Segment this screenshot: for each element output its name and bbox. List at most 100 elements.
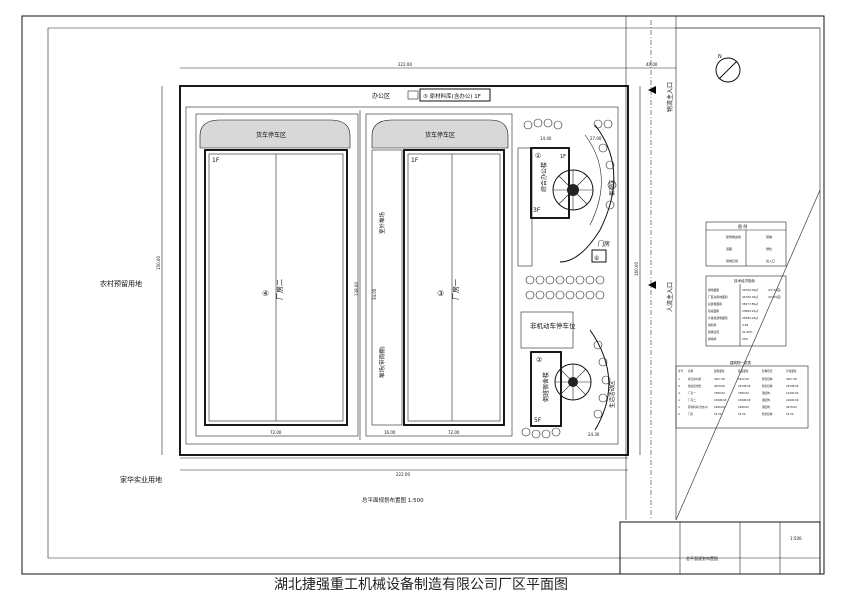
landscape-label: 景观区 [609,179,616,196]
site-inner-boundary [185,106,619,445]
svg-text:厂房二: 厂房二 [688,398,696,402]
dim-inner-height: 138.00 [354,282,359,296]
dorm-building-box [530,351,562,427]
plant-one-road [365,113,513,437]
plant-two-road [195,113,359,437]
plant-one-label: 厂房一 [451,279,460,300]
truck-parking-left-area [199,119,351,149]
svg-text:容积率: 容积率 [708,323,717,327]
svg-text:①: ① [678,378,681,381]
office-top-label: 办公区 [372,92,390,100]
yard-rain-label: 堆场(带雨棚) [378,346,386,378]
drawing-title: 总平面规划布置图 1:500 [362,496,424,504]
legend-items: 建筑物边线 围墙 道路 绿化 用地红线 出入口 [726,234,775,263]
truck-parking-right-area [371,119,509,149]
top-small-box [407,90,419,100]
svg-text:⑤: ⑤ [678,406,681,409]
landscape-curve-inner [584,134,602,226]
dorm-label: 倒班宿舍楼 [542,372,550,402]
svg-text:厂区总用地面积: 厂区总用地面积 [708,295,728,299]
svg-text:44700.00㎡: 44700.00㎡ [742,288,758,292]
office-side-box [517,147,533,267]
svg-text:44700.00㎡: 44700.00㎡ [742,295,758,299]
building-table-title: 建筑物一览表 [730,360,751,365]
dorm-no: ② [536,356,542,364]
yard-area [371,149,403,426]
logistics-entrance-arrow [648,86,656,94]
dim-bottom-a: 16.00 [384,430,396,435]
title-block-name: 总平面规划布置图 [686,555,718,561]
dim-top-total: 222.00 [398,62,412,67]
living-area-curve [589,329,610,431]
page-caption: 湖北捷强重工机械设备制造有限公司厂区平面图 [274,577,568,593]
landscape-curve [559,124,615,263]
svg-text:29708.00: 29708.00 [738,384,751,388]
pedestrian-entrance-arrow [648,281,656,289]
svg-text:总建筑面积: 总建筑面积 [708,302,722,306]
svg-text:钢结构: 钢结构 [762,405,770,409]
vehicle-parking-box [520,311,574,349]
svg-text:(67.05亩): (67.05亩) [768,288,781,292]
svg-text:框架结构: 框架结构 [762,412,773,416]
svg-text:④: ④ [678,399,681,402]
svg-text:7380.00: 7380.00 [714,391,725,395]
svg-text:41.60%: 41.60% [742,330,753,334]
legend-title: 图 例 [738,223,747,229]
svg-text:③: ③ [678,392,681,395]
tree-cluster-top [523,118,617,210]
living-area-label: 生活活动区 [608,380,616,408]
svg-text:计容面积: 计容面积 [786,369,797,373]
plant-two-building [204,149,348,426]
outer-frame [21,15,825,575]
dim-right-height: 160.00 [634,262,639,276]
title-block [619,521,821,575]
plant-two-label: 厂房二 [275,279,284,300]
svg-text:计容总建筑面积: 计容总建筑面积 [708,316,728,320]
plant-one-no: ③ [437,289,444,298]
title-block-scale: 1:500 [790,536,802,541]
svg-text:3978.00: 3978.00 [786,405,797,409]
svg-text:基底面积: 基底面积 [738,369,749,373]
office-building-box [530,147,570,219]
svg-text:10998.00: 10998.00 [738,398,751,402]
dim-bottom-total: 222.00 [396,472,410,477]
svg-text:倒班宿舍楼: 倒班宿舍楼 [688,384,701,388]
plant-one-building [403,149,505,426]
dim-top-b: 27.00 [590,136,602,141]
legend-item: 绿化 [766,246,772,251]
svg-text:3627.48: 3627.48 [786,377,797,381]
truck-parking-left-label: 货车停车区 [256,131,286,139]
floor-5f: 5F [534,417,542,424]
svg-text:名称: 名称 [688,369,694,373]
svg-text:序号: 序号 [678,369,684,373]
svg-text:钢结构: 钢结构 [762,398,770,402]
yard-label: 室外堆场 [378,211,386,234]
svg-text:23684.25㎡: 23684.25㎡ [742,309,758,313]
inner-frame [47,28,821,559]
dim-yard-w: 34.00 [372,288,377,300]
svg-text:10998.00: 10998.00 [714,398,727,402]
legend-item: 道路 [726,246,732,251]
svg-text:绿地率: 绿地率 [708,337,717,341]
gate-no: ⑥ [594,255,599,262]
neighbor-land-label: 家华实业用地 [120,475,162,484]
svg-text:1622.58: 1622.58 [738,377,749,381]
svg-text:框架结构: 框架结构 [762,377,773,381]
dim-bottom-mid: 72.00 [448,430,460,435]
road-diagonal [675,189,821,521]
dim-left-height: 150.00 [156,256,161,270]
floor-1f-b: 1F [411,157,419,164]
dim-bottom-left: 72.00 [270,430,282,435]
svg-text:14400.00: 14400.00 [786,391,799,395]
building-table-box [675,365,809,429]
svg-text:基底面积: 基底面积 [708,309,719,313]
pedestrian-entrance-label: 人流主入口 [666,282,674,312]
svg-text:结构形式: 结构形式 [762,369,773,373]
svg-text:22.50: 22.50 [738,412,746,416]
north-arrow-line [718,60,738,80]
office-no: ① [535,152,541,160]
materials-warehouse-label: ⑤ 原材料库(含办公) 1F [423,92,481,100]
